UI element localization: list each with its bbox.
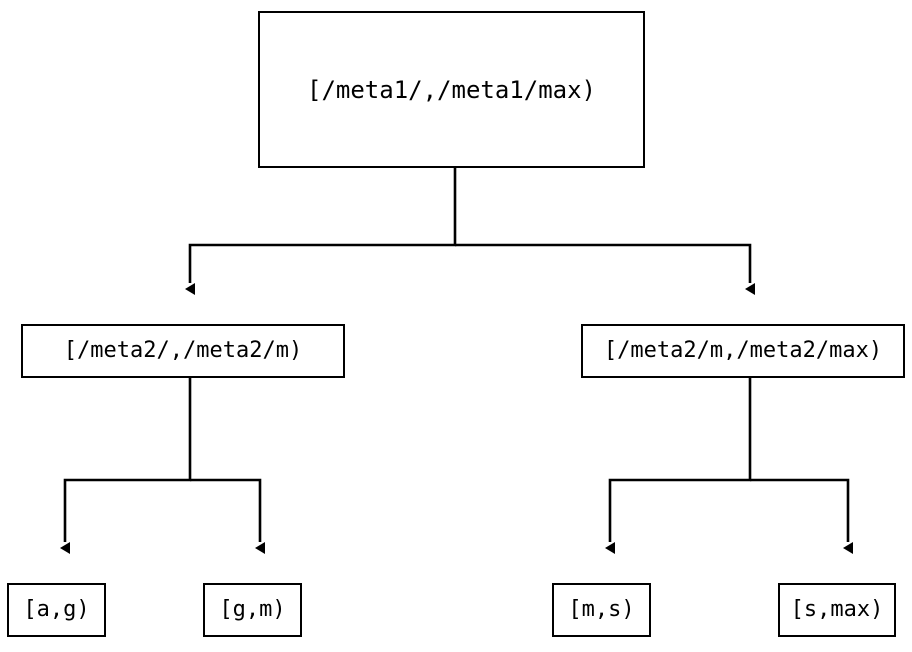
node-root[interactable]: [/meta1/,/meta1/max)	[258, 11, 645, 168]
edge-root-to-mid-left	[185, 168, 457, 295]
node-leaf-2[interactable]: [g,m)	[203, 583, 302, 637]
node-mid-right[interactable]: [/meta2/m,/meta2/max)	[581, 324, 905, 378]
node-leaf-1[interactable]: [a,g)	[7, 583, 106, 637]
node-mid-left[interactable]: [/meta2/,/meta2/m)	[21, 324, 345, 378]
edge-midright-to-leaf-3	[605, 378, 752, 554]
edge-midright-to-leaf-4	[750, 478, 853, 554]
node-leaf-3[interactable]: [m,s)	[552, 583, 651, 637]
edge-midleft-to-leaf-2	[190, 478, 265, 554]
node-leaf-4[interactable]: [s,max)	[778, 583, 896, 637]
edge-midleft-to-leaf-1	[60, 378, 192, 554]
edge-root-to-mid-right	[455, 243, 755, 295]
